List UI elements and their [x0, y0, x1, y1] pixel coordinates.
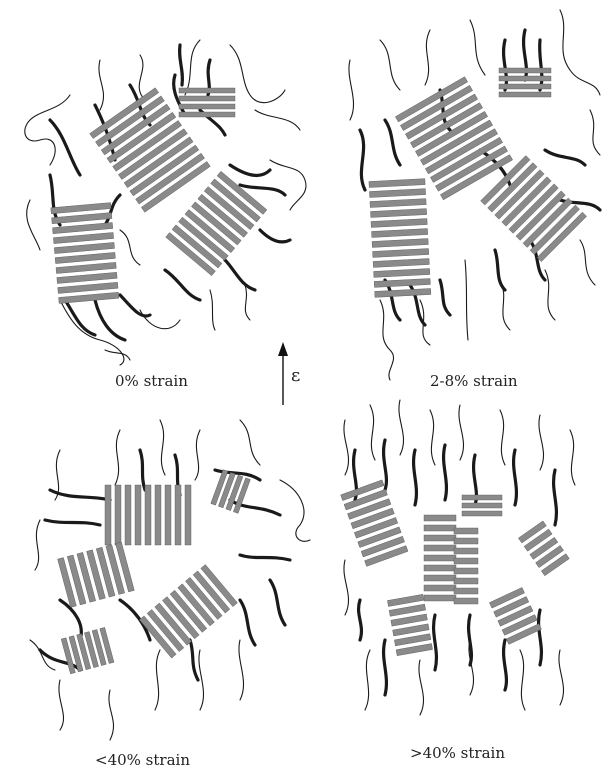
amorphous-chains — [25, 40, 306, 365]
caption-panel-1: 0% strain — [115, 372, 188, 390]
lamella-stack-g — [489, 587, 541, 644]
strain-symbol: ε — [291, 365, 300, 386]
lamella-stack-a — [341, 480, 408, 566]
lamella-stack-b — [424, 515, 456, 601]
lamella-stack-c — [139, 564, 237, 658]
caption-panel-3: <40% strain — [95, 751, 190, 769]
panel-2-8-strain — [349, 10, 600, 380]
lamella-stack-b — [58, 542, 135, 607]
panel-gt-40-strain — [341, 400, 575, 715]
lamella-stack-d — [462, 495, 502, 516]
lamella-stack-d — [61, 627, 114, 673]
panel-0-strain — [25, 40, 306, 365]
lamella-stack-d — [179, 88, 235, 117]
amorphous-chains — [30, 420, 310, 740]
lamella-stack-f — [387, 594, 432, 655]
panel-lt-40-strain — [30, 420, 310, 740]
lamella-stack-c — [454, 528, 478, 604]
caption-panel-4: >40% strain — [410, 744, 505, 762]
lamella-stack-e — [518, 521, 569, 576]
lamella-stack-a — [105, 485, 191, 545]
caption-panel-2: 2-8% strain — [430, 372, 518, 390]
lamella-stack-b — [369, 179, 431, 298]
lamella-stack-b — [51, 203, 119, 304]
strain-direction-arrow — [278, 342, 288, 405]
